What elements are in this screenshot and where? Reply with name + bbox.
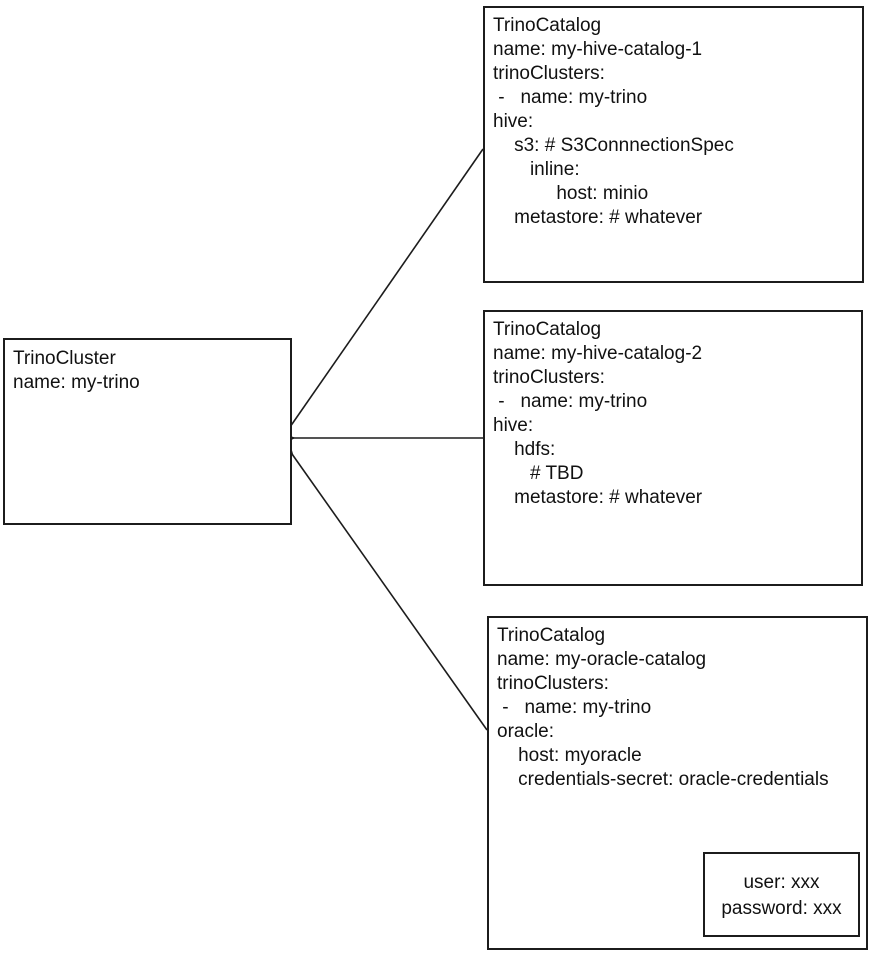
- yaml-line: inline:: [493, 159, 580, 180]
- yaml-line: hdfs:: [493, 439, 556, 460]
- trino-catalog-node-hive-1[interactable]: TrinoCatalog name: my-hive-catalog-1 trino…: [483, 6, 864, 283]
- connector-catalog1-to-cluster[interactable]: [290, 148, 484, 427]
- yaml-line: s3: # S3ConnnectionSpec: [493, 135, 734, 156]
- yaml-line: # TBD: [493, 463, 584, 484]
- yaml-line: hive:: [493, 111, 534, 132]
- yaml-line: host: myoracle: [497, 745, 642, 766]
- yaml-line: trinoClusters:: [493, 63, 605, 84]
- yaml-line: host: minio: [493, 183, 649, 204]
- oracle-credentials-secret-node[interactable]: user: xxx password: xxx: [703, 852, 860, 937]
- yaml-line: - name: my-trino: [493, 87, 648, 108]
- yaml-line: name: my-oracle-catalog: [497, 649, 707, 670]
- yaml-line: - name: my-trino: [497, 697, 652, 718]
- yaml-line: name: my-hive-catalog-1: [493, 39, 703, 60]
- yaml-line: TrinoCatalog: [493, 319, 602, 340]
- connector-catalog3-to-cluster[interactable]: [292, 454, 488, 731]
- yaml-line: name: my-trino: [13, 372, 140, 393]
- trino-catalog-node-hive-2[interactable]: TrinoCatalog name: my-hive-catalog-2 trino…: [483, 310, 863, 586]
- yaml-line: metastore: # whatever: [493, 207, 703, 228]
- yaml-line: oracle:: [497, 721, 555, 742]
- yaml-line: - name: my-trino: [493, 391, 648, 412]
- trino-catalog-node-oracle[interactable]: TrinoCatalog name: my-oracle-catalog trino…: [487, 616, 868, 950]
- yaml-line: credentials-secret: oracle-credentials: [497, 769, 829, 790]
- yaml-line: name: my-hive-catalog-2: [493, 343, 703, 364]
- yaml-line: trinoClusters:: [493, 367, 605, 388]
- yaml-line: TrinoCatalog: [497, 625, 606, 646]
- yaml-line: user: xxx: [743, 872, 820, 893]
- yaml-line: hive:: [493, 415, 534, 436]
- yaml-line: trinoClusters:: [497, 673, 609, 694]
- yaml-line: metastore: # whatever: [493, 487, 703, 508]
- trino-cluster-node[interactable]: TrinoCluster name: my-trino: [3, 338, 292, 525]
- yaml-line: password: xxx: [721, 898, 842, 919]
- yaml-line: TrinoCatalog: [493, 15, 602, 36]
- yaml-line: TrinoCluster: [13, 348, 116, 369]
